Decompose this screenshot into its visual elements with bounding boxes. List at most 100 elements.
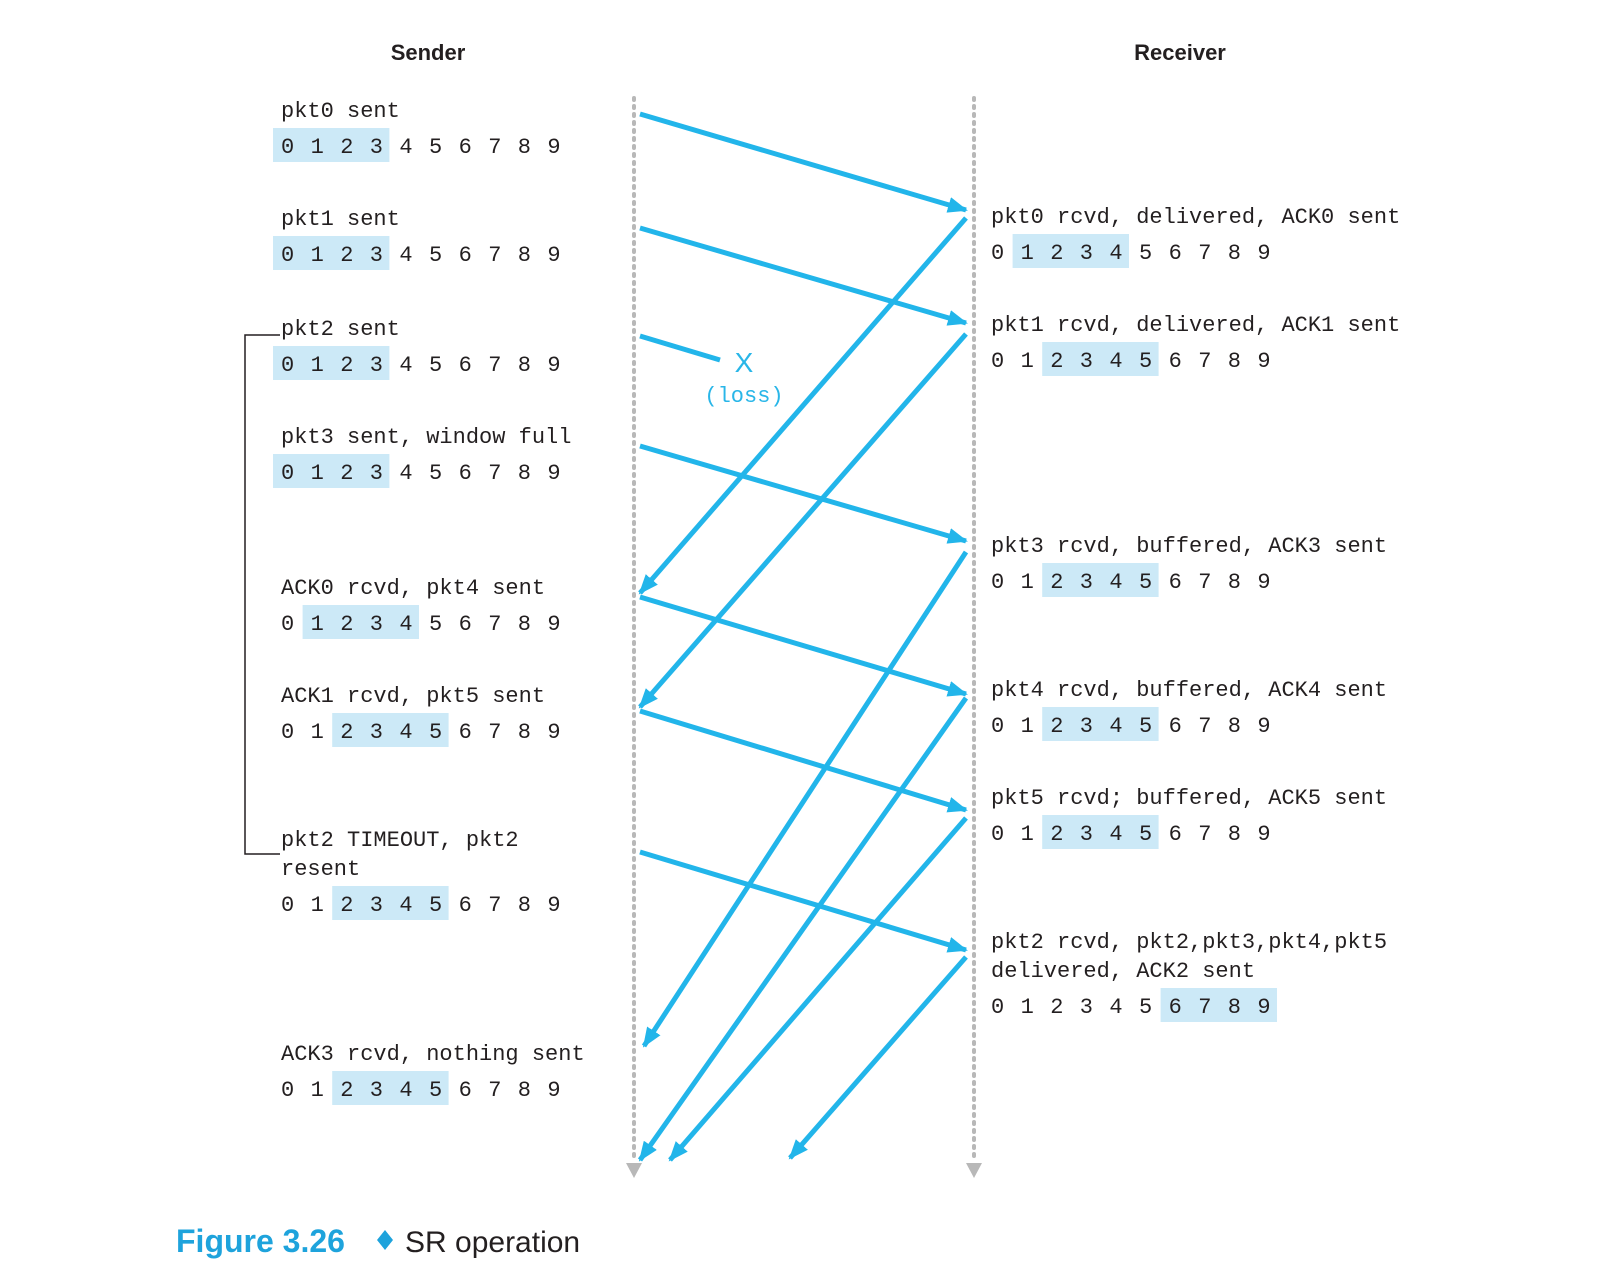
sequence-number: 8 xyxy=(518,135,531,160)
sequence-number: 8 xyxy=(1228,241,1241,266)
sequence-number: 3 xyxy=(1080,995,1093,1020)
loss-label: (loss) xyxy=(704,384,783,409)
sequence-number: 5 xyxy=(1139,822,1152,847)
sequence-number: 4 xyxy=(1109,241,1122,266)
sequence-number: 3 xyxy=(370,720,383,745)
sequence-number: 6 xyxy=(1169,995,1182,1020)
sequence-number: 5 xyxy=(1139,349,1152,374)
sequence-number: 8 xyxy=(1228,714,1241,739)
sequence-number: 5 xyxy=(429,461,442,486)
sequence-number: 9 xyxy=(547,720,560,745)
sequence-number: 6 xyxy=(459,720,472,745)
window-highlight xyxy=(273,236,390,270)
sequence-number: 1 xyxy=(311,720,324,745)
sequence-number: 5 xyxy=(429,135,442,160)
sequence-number: 0 xyxy=(281,135,294,160)
sequence-number: 0 xyxy=(281,893,294,918)
sequence-number: 0 xyxy=(281,612,294,637)
loss-x-mark: X xyxy=(735,347,754,378)
sequence-number: 9 xyxy=(1257,349,1270,374)
sequence-number: 4 xyxy=(1109,995,1122,1020)
sequence-number: 7 xyxy=(1198,995,1211,1020)
sequence-number: 4 xyxy=(399,135,412,160)
window-highlight xyxy=(1042,342,1159,376)
ack0-arrow xyxy=(638,216,968,595)
sequence-number: 9 xyxy=(547,612,560,637)
sequence-number: 6 xyxy=(459,461,472,486)
sequence-number: 0 xyxy=(281,720,294,745)
sequence-number: 2 xyxy=(1050,349,1063,374)
sequence-number: 8 xyxy=(1228,349,1241,374)
sequence-number: 9 xyxy=(547,243,560,268)
sequence-number: 0 xyxy=(281,353,294,378)
sequence-number: 6 xyxy=(459,893,472,918)
sequence-number: 1 xyxy=(1021,349,1034,374)
sequence-number: 9 xyxy=(1257,714,1270,739)
sequence-number: 7 xyxy=(488,893,501,918)
message-arrows xyxy=(637,111,969,1162)
sequence-number: 1 xyxy=(311,1078,324,1103)
sequence-number: 2 xyxy=(1050,822,1063,847)
sequence-number: 6 xyxy=(1169,822,1182,847)
sequence-number: 9 xyxy=(1257,570,1270,595)
sequence-number: 1 xyxy=(1021,570,1034,595)
sequence-number: 9 xyxy=(547,893,560,918)
sequence-number: 8 xyxy=(1228,822,1241,847)
sequence-number: 3 xyxy=(370,893,383,918)
sender-event-label: ACK3 rcvd, nothing sent xyxy=(281,1042,585,1067)
sequence-number: 1 xyxy=(1021,714,1034,739)
window-highlight xyxy=(273,454,390,488)
sequence-number: 3 xyxy=(370,353,383,378)
sequence-number: 3 xyxy=(370,1078,383,1103)
sequence-number: 5 xyxy=(1139,570,1152,595)
sequence-number: 7 xyxy=(1198,822,1211,847)
sequence-number: 8 xyxy=(518,1078,531,1103)
sequence-number: 7 xyxy=(488,135,501,160)
sequence-number: 9 xyxy=(547,1078,560,1103)
sequence-number: 6 xyxy=(1169,349,1182,374)
window-highlight xyxy=(1012,234,1129,268)
sequence-number: 7 xyxy=(1198,349,1211,374)
sequence-number: 9 xyxy=(547,353,560,378)
sequence-number: 5 xyxy=(429,243,442,268)
window-highlight xyxy=(273,128,390,162)
sender-event-label: pkt2 TIMEOUT, pkt2 xyxy=(281,828,519,853)
sequence-number: 6 xyxy=(459,135,472,160)
pkt5-arrow xyxy=(639,708,968,813)
sequence-number: 4 xyxy=(399,720,412,745)
sequence-number: 7 xyxy=(488,461,501,486)
sequence-number: 0 xyxy=(991,995,1004,1020)
sequence-number: 4 xyxy=(1109,822,1122,847)
receiver-event-label: delivered, ACK2 sent xyxy=(991,959,1255,984)
sequence-number: 6 xyxy=(1169,570,1182,595)
sequence-number: 7 xyxy=(488,243,501,268)
pkt2-resent-arrow xyxy=(639,849,968,953)
sequence-number: 0 xyxy=(991,349,1004,374)
sequence-number: 1 xyxy=(311,612,324,637)
ack3-arrow xyxy=(641,550,969,1048)
receiver-event-label: pkt5 rcvd; buffered, ACK5 sent xyxy=(991,786,1387,811)
sequence-number: 2 xyxy=(1050,570,1063,595)
sequence-number: 9 xyxy=(1257,995,1270,1020)
sequence-number: 1 xyxy=(1021,241,1034,266)
receiver-header: Receiver xyxy=(1134,40,1226,65)
sequence-number: 8 xyxy=(518,893,531,918)
sequence-number: 7 xyxy=(1198,241,1211,266)
sequence-number: 7 xyxy=(1198,570,1211,595)
sequence-number: 4 xyxy=(1109,714,1122,739)
pkt1-arrow xyxy=(639,225,968,326)
sequence-number: 8 xyxy=(518,461,531,486)
sequence-number: 7 xyxy=(488,353,501,378)
sequence-number: 9 xyxy=(547,461,560,486)
receiver-timeline xyxy=(966,96,982,1178)
sequence-number: 4 xyxy=(1109,570,1122,595)
